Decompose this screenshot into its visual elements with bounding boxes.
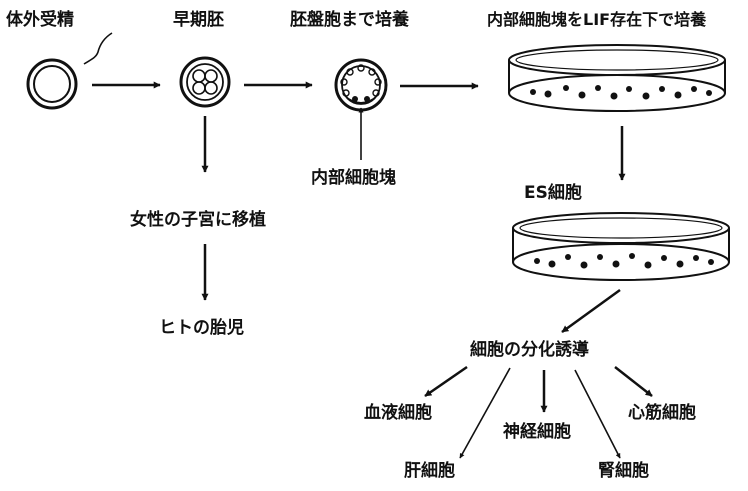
label-es-cells: ES細胞 [524,183,582,203]
label-nerve-cells: 神経細胞 [503,422,571,442]
label-liver-cells: 肝細胞 [404,461,455,481]
label-differentiation: 細胞の分化誘導 [470,340,589,360]
blastocyst-icon [334,58,388,112]
arrow-to-heart-cells [614,366,653,397]
label-blood-cells: 血液細胞 [364,403,432,423]
pointer-line [83,32,113,65]
label-icm-lif-culture: 内部細胞塊をLIF存在下で培養 [487,10,707,29]
label-blastocyst-culture: 胚盤胞まで培養 [290,10,409,30]
label-inner-cell-mass: 内部細胞塊 [311,168,396,188]
label-kidney-cells: 腎細胞 [598,461,649,481]
early-embryo-icon [179,56,231,108]
fertilized-egg-icon [26,58,78,110]
arrow-to-kidney-cells [574,369,621,459]
arrow-es-to-differentiation [561,288,621,334]
arrow-to-liver-cells [459,367,511,459]
label-early-embryo: 早期胚 [173,10,224,30]
label-implant: 女性の子宮に移植 [130,210,266,230]
label-heart-muscle-cells: 心筋細胞 [628,403,696,423]
culture-dish-es [512,212,730,281]
arrow-to-blood-cells [424,365,468,398]
label-ivf: 体外受精 [6,10,74,30]
culture-dish-icm [508,44,726,112]
label-human-fetus: ヒトの胎児 [159,318,244,338]
